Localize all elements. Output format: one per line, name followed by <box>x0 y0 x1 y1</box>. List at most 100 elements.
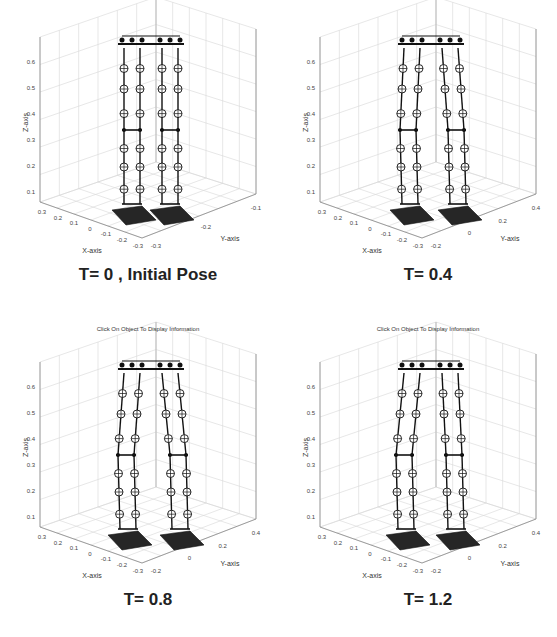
joint-cross <box>447 488 448 496</box>
joint-dot <box>132 453 136 457</box>
joint-cross <box>446 470 447 478</box>
joint-cross <box>417 163 418 171</box>
grid-line <box>40 37 41 202</box>
foot-plate <box>436 531 480 550</box>
joint-dot <box>462 128 466 132</box>
joint-marker <box>174 85 182 93</box>
joint-cross <box>137 410 138 418</box>
tick-label: 0 <box>468 555 471 561</box>
hip-joint <box>120 363 125 368</box>
grid-line <box>156 322 157 487</box>
grid-line <box>417 494 517 527</box>
joint-cross <box>178 85 179 93</box>
joint-marker <box>398 390 406 398</box>
hip-joint <box>168 363 173 368</box>
joint-dot <box>160 128 164 132</box>
joint-cross <box>416 410 417 418</box>
joint-marker <box>174 185 182 193</box>
tick-label: -0.2 <box>431 243 441 249</box>
joint-cross <box>397 435 398 443</box>
grid-line <box>519 24 520 189</box>
tick-label: 0 <box>368 226 371 232</box>
joint-marker <box>394 510 402 518</box>
tick-label: -0.3 <box>133 568 143 574</box>
axis-line <box>156 322 157 487</box>
joint-cross <box>140 185 141 193</box>
hip-joint <box>448 363 453 368</box>
joint-marker <box>398 85 406 93</box>
joint-cross <box>401 185 402 193</box>
hip-joint <box>400 363 405 368</box>
figure-caption: T= 0.8 <box>124 591 173 608</box>
ankle-bar <box>170 528 190 530</box>
tick-label: 0.2 <box>498 218 506 224</box>
ankle-bar <box>400 203 420 205</box>
ankle-bar <box>122 203 142 205</box>
joint-marker <box>136 185 144 193</box>
tick-label: 0.3 <box>307 137 315 143</box>
joint-dot <box>122 128 126 132</box>
tick-label: -0.2 <box>397 562 407 568</box>
joint-cross <box>186 470 187 478</box>
joint-marker <box>164 435 172 443</box>
tick-label: 0.4 <box>307 111 315 117</box>
joint-marker <box>158 163 166 171</box>
tick-label: 0.3 <box>27 462 35 468</box>
axis-line <box>40 37 41 202</box>
joint-marker <box>115 435 123 443</box>
grid-line <box>206 13 207 178</box>
grid-line <box>222 343 223 508</box>
joint-marker <box>131 435 139 443</box>
joint-marker <box>445 145 453 153</box>
tick-label: 0.5 <box>307 85 315 91</box>
joint-dot <box>168 453 172 457</box>
axis-label: Y-axis <box>501 235 520 242</box>
tick-label: 0.6 <box>27 384 35 390</box>
tick-label: -0.1 <box>251 205 261 211</box>
joint-marker <box>443 488 451 496</box>
grid-line <box>452 2 453 167</box>
grid-line <box>142 519 256 563</box>
tick-label: -0.2 <box>117 562 127 568</box>
joint-marker <box>120 185 128 193</box>
joint-marker <box>443 470 451 478</box>
ankle-bar <box>396 528 416 530</box>
hip-joint <box>130 363 135 368</box>
joint-cross <box>459 65 460 73</box>
joint-marker <box>162 410 170 418</box>
grid-line <box>142 194 256 238</box>
joint-cross <box>171 488 172 496</box>
joint-marker <box>117 410 125 418</box>
joint-cross <box>178 145 179 153</box>
tick-label: 0.1 <box>307 189 315 195</box>
grid-line <box>156 0 157 162</box>
foot-plate <box>150 206 194 225</box>
axis-line <box>422 194 536 238</box>
tick-label: 0.1 <box>70 545 78 551</box>
joint-marker <box>116 510 124 518</box>
joint-marker <box>440 65 448 73</box>
joint-cross <box>178 185 179 193</box>
grid-line <box>256 29 257 194</box>
tick-label: 0.3 <box>307 462 315 468</box>
grid-line <box>469 8 470 173</box>
hip-joint <box>140 38 145 43</box>
tick-label: 0.4 <box>27 436 35 442</box>
joint-marker <box>410 510 418 518</box>
grid-line <box>422 519 536 563</box>
tick-label: -0.2 <box>397 237 407 243</box>
grid-line <box>98 17 99 182</box>
joint-marker <box>462 185 470 193</box>
hip-bar <box>402 35 460 36</box>
grid-line <box>239 24 240 189</box>
joint-cross <box>124 85 125 93</box>
joint-marker <box>441 435 449 443</box>
tick-label: 0.1 <box>27 514 35 520</box>
joint-marker <box>120 85 128 93</box>
axis-label: X-axis <box>82 247 101 254</box>
tick-label: 0.6 <box>307 384 315 390</box>
joint-cross <box>464 145 465 153</box>
grid-line <box>502 18 503 183</box>
joint-marker <box>176 390 184 398</box>
